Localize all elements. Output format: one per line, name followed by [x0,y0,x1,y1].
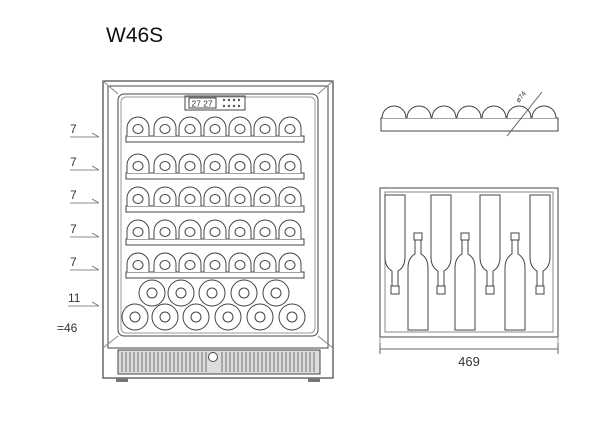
bottle-punt [132,260,144,270]
bottle-punt [209,124,221,134]
stacked-bottle-punt [146,287,158,299]
side-bottle-down [430,194,452,288]
shelf-arc [531,105,557,119]
shelves-group [125,116,305,279]
stacked-bottle-punt [206,287,218,299]
bottle-punt [159,124,171,134]
model-title: W46S [106,24,164,47]
shelf-1 [125,116,305,143]
stacked-bottle-punt [254,311,266,323]
bottle-punt [209,227,221,237]
bottle-punt [209,260,221,270]
bottle-punt [234,194,246,204]
bottom-bottle-stack [121,279,306,331]
shelf-count-1: 7 [70,122,77,136]
base-grille [117,349,321,375]
bottle-punt [284,260,296,270]
stacked-bottle-punt [270,287,282,299]
shelf-arc [381,105,407,119]
front-foot-left [116,378,128,382]
shelf-3 [125,186,305,213]
bottle-punt [234,161,246,171]
bottle-punt [159,260,171,270]
side-bottle-down [479,194,501,288]
shelf-rail [125,238,305,246]
bottle-punt [184,260,196,270]
stacked-bottle-punt [175,287,187,299]
bottle-punt [132,161,144,171]
bottle-punt [259,227,271,237]
side-bottle-down [384,194,406,288]
shelf-arc [456,105,482,119]
stacked-bottle-punt [222,311,234,323]
shelf-5 [125,252,305,279]
bottle-punt [284,124,296,134]
bottle-punt [234,260,246,270]
bottle-punt [259,161,271,171]
shelf-rail [125,172,305,180]
bottle-punt [184,227,196,237]
shelf-count-5: 7 [70,255,77,269]
shelf-top-view [380,91,559,137]
side-bottle-down [529,194,551,288]
bottom-count: 11 [68,291,81,305]
stacked-bottle-punt [286,311,298,323]
bottle-punt [159,161,171,171]
bottle-punt [234,227,246,237]
front-foot-right [308,378,320,382]
side-bottle-up [407,237,429,331]
shelf-4 [125,219,305,246]
control-display [184,95,246,111]
diameter-dimension: ø74 [515,90,528,104]
count-labels: 7 7 7 7 7 11 [68,122,100,307]
bottle-punt [184,194,196,204]
bottle-punt [159,227,171,237]
bottle-punt [259,260,271,270]
front-view [102,80,334,382]
bottle-punt [284,161,296,171]
display-buttons [222,98,241,108]
bottle-punt [132,227,144,237]
display-readout: 27 27 [191,99,213,109]
bottle-punt [159,194,171,204]
bottle-punt [184,124,196,134]
side-view [379,187,559,354]
bottle-punt [209,194,221,204]
shelf-arc [481,105,507,119]
stacked-bottle-punt [238,287,250,299]
shelf-arc [506,105,532,119]
shelf-arc [431,105,457,119]
shelf-count-3: 7 [70,188,77,202]
shelf-rail [125,271,305,279]
bottle-punt [184,161,196,171]
bottle-punt [209,161,221,171]
bottle-punt [259,194,271,204]
side-bottle-up [454,237,476,331]
shelf-rail [125,135,305,143]
width-dimension: 469 [458,354,480,369]
bottle-punt [259,124,271,134]
side-bottle-up [504,237,526,331]
bottle-punt [284,194,296,204]
stacked-bottle-punt [190,311,202,323]
shelf-2 [125,153,305,180]
bottle-punt [284,227,296,237]
stacked-bottle-punt [159,311,171,323]
stacked-bottle-punt [129,311,141,323]
bottle-punt [234,124,246,134]
shelf-arc [406,105,432,119]
shelf-count-4: 7 [70,222,77,236]
shelf-rail [125,205,305,213]
bottle-punt [132,124,144,134]
total-count: =46 [57,321,78,335]
shelf-count-2: 7 [70,155,77,169]
bottle-punt [132,194,144,204]
